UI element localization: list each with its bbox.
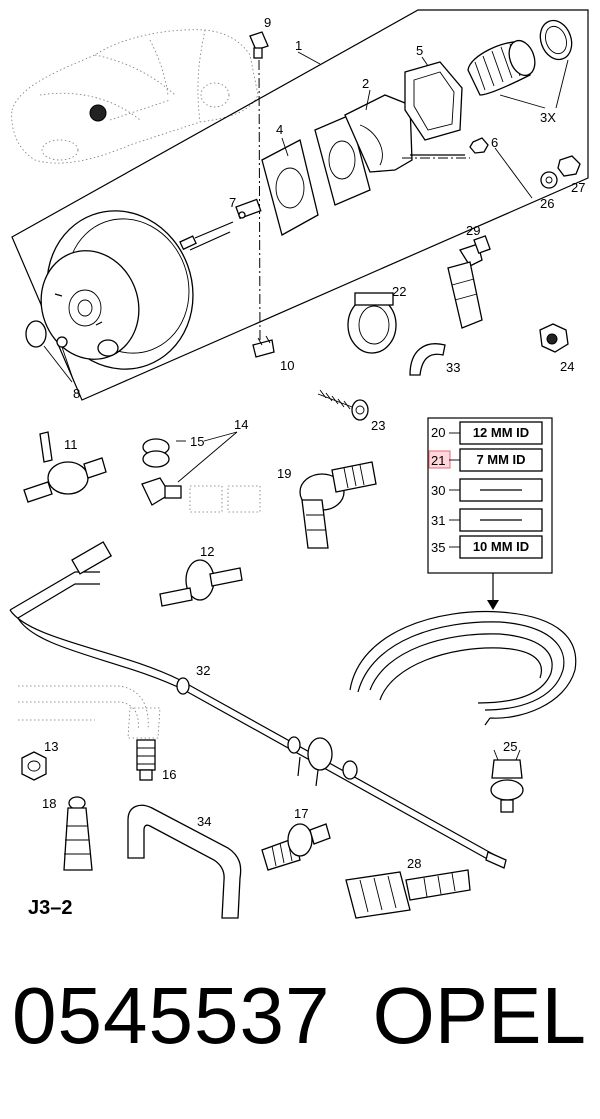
- exploded-parts-diagram: 8 4 2 5 6 3X 1 9: [9, 9, 589, 919]
- callout-16: 16: [162, 767, 176, 782]
- hose-row-number: 21: [431, 453, 445, 468]
- nut-part-6: [469, 137, 489, 154]
- brand-name: OPEL: [372, 971, 586, 1060]
- o-ring-part-8: [25, 320, 47, 348]
- highlight-marker: [428, 450, 451, 469]
- callout-9: 9: [264, 15, 271, 30]
- brake-booster: [40, 210, 231, 370]
- hose-row-label: 10 MM ID: [473, 539, 529, 554]
- hose-size-table: 20 12 MM ID 21 7 MM ID 30 31 35: [427, 417, 553, 610]
- hose-row-label: 12 MM ID: [473, 425, 529, 440]
- callout-29: 29: [466, 223, 480, 238]
- callout-12: 12: [200, 544, 214, 559]
- callout-8: 8: [73, 386, 80, 401]
- gasket-part-5: [404, 61, 463, 141]
- screw-part-23: [317, 389, 369, 421]
- hose-row-30[interactable]: 30: [431, 478, 543, 502]
- elbow-fitting-part-19: [299, 461, 377, 549]
- callout-11: 11: [64, 437, 78, 452]
- callout-24: 24: [560, 359, 574, 374]
- callout-22: 22: [392, 284, 406, 299]
- arrow-down-icon: [487, 600, 499, 610]
- callout-19: 19: [277, 466, 291, 481]
- assembly-frame: [11, 9, 589, 401]
- callout-33: 33: [446, 360, 460, 375]
- adapter-plate: [314, 114, 371, 206]
- callout-17: 17: [294, 806, 308, 821]
- coiled-vacuum-hose: [349, 610, 577, 726]
- callout-10: 10: [280, 358, 294, 373]
- clevis-part-7: [194, 198, 262, 239]
- callout-18: 18: [42, 796, 56, 811]
- bellows-boot-3x: [467, 19, 573, 96]
- callout-23: 23: [371, 418, 385, 433]
- elbow-connector-part-14: [141, 438, 261, 513]
- hose-row-label: 7 MM ID: [476, 452, 525, 467]
- callout-25: 25: [503, 739, 517, 754]
- callout-28: 28: [407, 856, 421, 871]
- tee-fitting-part-11: [23, 431, 107, 503]
- hose-row-31[interactable]: 31: [431, 508, 543, 532]
- hose-row-number: 20: [431, 425, 445, 440]
- hose-row-20[interactable]: 20 12 MM ID: [431, 421, 543, 445]
- vehicle-outline: [11, 29, 259, 164]
- page-code-label: J3–2: [28, 897, 73, 919]
- hose-row-number: 31: [431, 513, 445, 528]
- vacuum-housing-part-2: [344, 94, 465, 173]
- nut-part-13: [21, 751, 47, 781]
- callout-2: 2: [362, 76, 369, 91]
- callout-7: 7: [229, 195, 236, 210]
- alignment-axis: [258, 59, 261, 341]
- check-valve-part-12: [159, 559, 243, 607]
- gasket-part-4: [261, 139, 319, 236]
- u-hose-part-34: [127, 804, 242, 919]
- elbow-hose-part-33: [409, 343, 446, 376]
- quick-connector-part-28: [345, 869, 471, 919]
- callout-4: 4: [276, 122, 283, 137]
- nut-part-24: [539, 323, 569, 353]
- callout-5: 5: [416, 43, 423, 58]
- connector-part-17: [261, 823, 331, 871]
- callout-13: 13: [44, 739, 58, 754]
- callout-14: 14: [234, 417, 248, 432]
- vacuum-pipe-part-32: [9, 541, 507, 869]
- callout-6: 6: [491, 135, 498, 150]
- hose-row-21[interactable]: 21 7 MM ID: [428, 448, 543, 472]
- callout-32: 32: [196, 663, 210, 678]
- callout-26: 26: [540, 196, 554, 211]
- hose-row-number: 35: [431, 540, 445, 555]
- clip-part-10: [252, 335, 275, 358]
- part-number: 0545537: [12, 971, 331, 1060]
- valve-part-25: [490, 749, 524, 813]
- washer-part-8: [56, 336, 68, 348]
- hose-clamp-part-22: [347, 292, 397, 354]
- nut-part-27: [557, 155, 581, 177]
- callout-1: 1: [295, 38, 302, 53]
- connector-part-16: [136, 739, 156, 781]
- callout-3x: 3X: [540, 110, 556, 125]
- plug-part-18: [63, 796, 93, 871]
- hose-row-number: 30: [431, 483, 445, 498]
- check-valve-part-29: [447, 235, 491, 329]
- washer-part-26: [540, 171, 558, 189]
- bolt-part-9: [249, 31, 269, 59]
- callout-34: 34: [197, 814, 211, 829]
- callout-15: 15: [190, 434, 204, 449]
- location-marker-icon: [89, 104, 107, 122]
- callout-27: 27: [571, 180, 585, 195]
- hose-row-35[interactable]: 35 10 MM ID: [431, 535, 543, 559]
